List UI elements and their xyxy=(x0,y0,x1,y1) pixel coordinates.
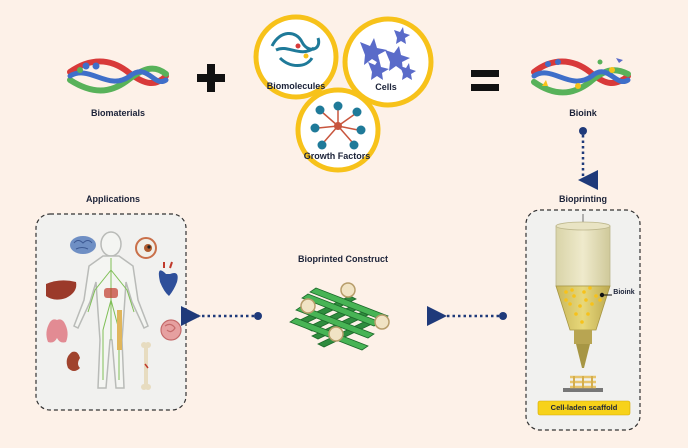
arrow-bioprinting-to-construct xyxy=(427,306,507,326)
biomolecules-ring xyxy=(253,14,339,100)
applications-label: Applications xyxy=(85,194,141,204)
equals-operator-icon xyxy=(471,70,499,91)
plus-operator-icon xyxy=(197,64,225,92)
lymph-vessels-icon xyxy=(87,258,135,380)
heart-icon xyxy=(158,261,178,296)
arrow-construct-to-applications xyxy=(181,306,262,326)
biomaterials-label: Biomaterials xyxy=(90,108,146,118)
growth-factor-molecule-icon xyxy=(310,101,366,150)
intestine-icon xyxy=(160,319,182,341)
printed-scaffold-on-bed-icon xyxy=(563,375,603,392)
body-organs-icon xyxy=(104,288,118,298)
lungs-icon xyxy=(46,319,68,343)
kidney-icon xyxy=(66,351,80,371)
growth-factors-label: Growth Factors xyxy=(303,151,371,161)
brain-icon xyxy=(70,236,96,254)
bioink-pointer xyxy=(599,292,612,298)
bone-icon xyxy=(141,342,151,390)
bioink-cell-particles xyxy=(564,286,602,324)
bioprinted-construct-label: Bioprinted Construct xyxy=(298,254,388,264)
scaffold-label-box xyxy=(537,400,631,416)
biomolecules-label: Biomolecules xyxy=(266,81,326,91)
cells-label: Cells xyxy=(375,82,397,92)
arrow-bioink-to-bioprinting xyxy=(578,127,598,190)
bioprinting-label: Bioprinting xyxy=(559,194,607,204)
bioink-label: Bioink xyxy=(569,108,597,118)
cells-ring xyxy=(342,16,434,108)
bioink-pointer-label: Bioink xyxy=(613,289,635,296)
scaffold-cell-clusters xyxy=(300,282,390,342)
scaffold-label: Cell-laden scaffold xyxy=(550,403,618,412)
liver-icon xyxy=(46,280,77,300)
cells-icon xyxy=(360,27,416,80)
bioprinted-scaffold-icon xyxy=(289,282,390,351)
biomaterials-strands-icon xyxy=(67,58,169,94)
growth-factors-ring xyxy=(295,87,381,173)
eye-icon xyxy=(135,237,157,259)
protein-structure-icon xyxy=(270,32,321,67)
bioink-strands-icon xyxy=(531,58,631,96)
femur-implant-icon xyxy=(117,310,122,350)
